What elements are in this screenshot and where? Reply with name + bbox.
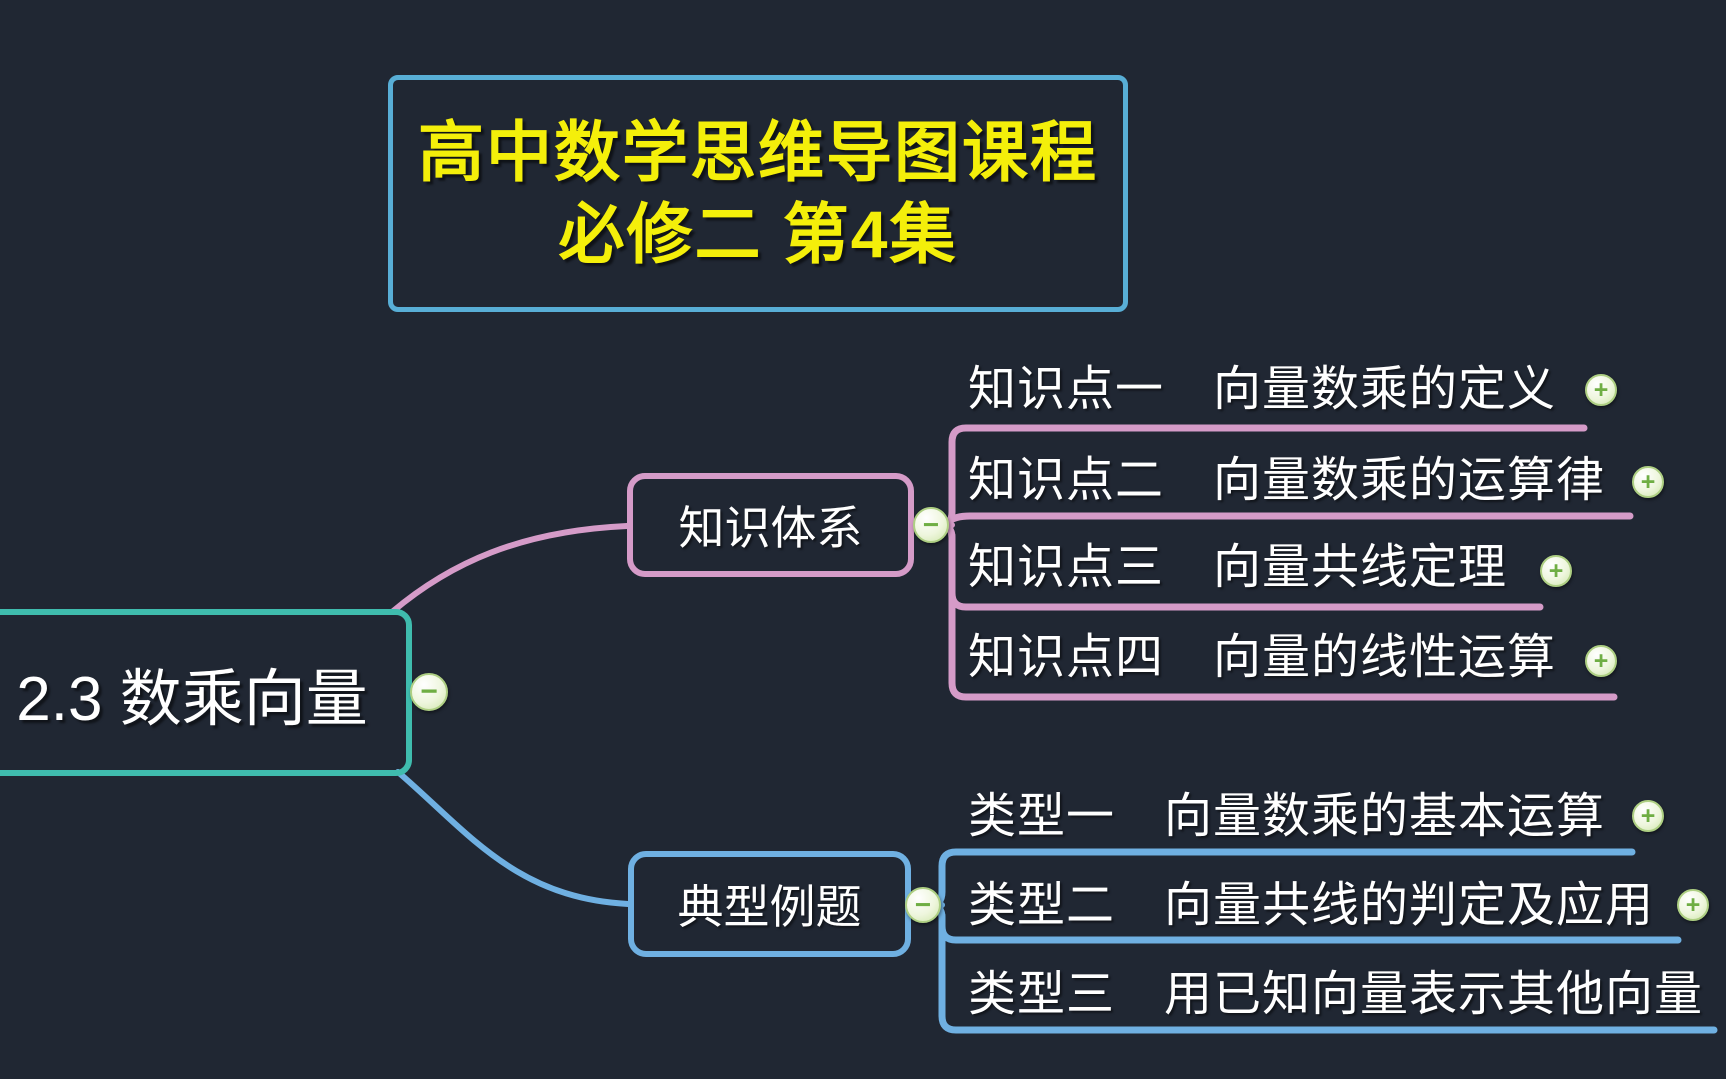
leaf-knowledge-4[interactable]: 知识点四 向量的线性运算 bbox=[968, 631, 1557, 684]
leaf-knowledge-2[interactable]: 知识点二 向量数乘的运算律 bbox=[968, 454, 1606, 507]
leaf-knowledge-3[interactable]: 知识点三 向量共线定理 bbox=[968, 541, 1508, 594]
expand-icon[interactable]: + bbox=[1585, 645, 1617, 677]
collapse-icon[interactable]: − bbox=[913, 507, 949, 543]
leaf-examples-1[interactable]: 类型一 向量数乘的基本运算 bbox=[968, 790, 1606, 843]
branch-label-examples: 典型例题 bbox=[677, 881, 862, 933]
expand-icon[interactable]: + bbox=[1585, 374, 1617, 406]
expand-icon[interactable]: + bbox=[1677, 889, 1709, 921]
expand-icon[interactable]: + bbox=[1632, 800, 1664, 832]
leaf-examples-2[interactable]: 类型二 向量共线的判定及应用 bbox=[968, 879, 1655, 932]
branch-node-knowledge[interactable]: 知识体系 bbox=[627, 473, 914, 577]
connector-knowledge-2 bbox=[927, 512, 1634, 529]
expand-icon[interactable]: + bbox=[1632, 466, 1664, 498]
course-title-line1: 高中数学思维导图课程 bbox=[418, 114, 1098, 189]
branch-label-knowledge: 知识体系 bbox=[678, 502, 863, 554]
collapse-icon[interactable]: − bbox=[410, 673, 448, 711]
leaf-knowledge-1[interactable]: 知识点一 向量数乘的定义 bbox=[968, 363, 1557, 416]
connector-root-knowledge bbox=[389, 523, 630, 615]
root-node-label: 2.3 数乘向量 bbox=[16, 664, 368, 734]
expand-icon[interactable]: + bbox=[1540, 555, 1572, 587]
connector-root-examples bbox=[395, 769, 631, 907]
leaf-examples-3[interactable]: 类型三 用已知向量表示其他向量 bbox=[968, 968, 1704, 1021]
root-node[interactable]: 2.3 数乘向量 bbox=[0, 609, 412, 776]
collapse-icon[interactable]: − bbox=[905, 887, 941, 923]
branch-node-examples[interactable]: 典型例题 bbox=[628, 851, 911, 957]
course-title-line2: 必修二 第4集 bbox=[558, 196, 958, 271]
course-title-box: 高中数学思维导图课程 必修二 第4集 bbox=[388, 75, 1128, 312]
